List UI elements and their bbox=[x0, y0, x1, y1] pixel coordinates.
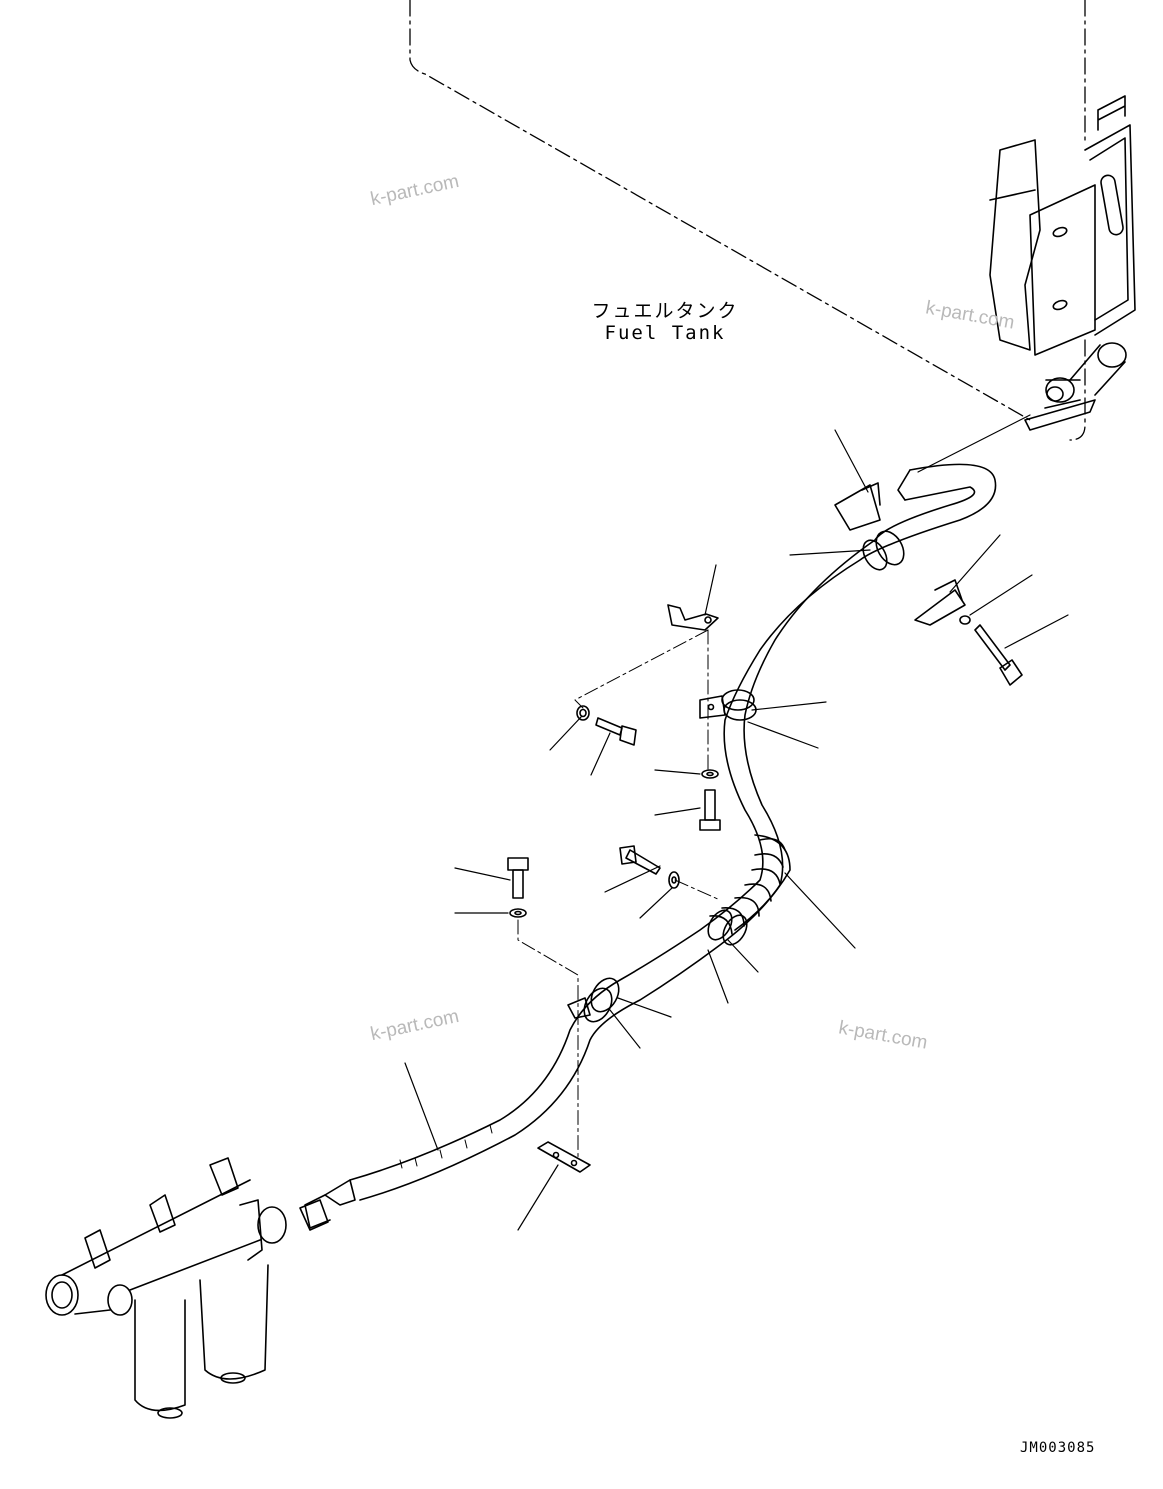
tank-outlet-bracket bbox=[989, 95, 1136, 356]
bolt-mid bbox=[699, 789, 721, 831]
bolt-lower-left bbox=[507, 857, 529, 899]
lower-flat-bracket bbox=[537, 1141, 591, 1173]
bolt-mid-left bbox=[619, 845, 661, 875]
right-bracket bbox=[914, 579, 966, 626]
fuel-hose bbox=[349, 463, 997, 1201]
washer-right bbox=[959, 615, 971, 625]
hose-clamp-1 bbox=[862, 530, 905, 571]
corrugated-protector bbox=[709, 834, 791, 935]
tank-outlet-fitting bbox=[1024, 342, 1127, 431]
hose-clamp-4 bbox=[567, 977, 620, 1023]
assembly-guide-lines bbox=[517, 629, 721, 1161]
tank-label-jp: フュエルタンク bbox=[591, 300, 739, 322]
hose-end-fitting bbox=[299, 1179, 356, 1231]
leader-lines bbox=[404, 414, 1069, 1231]
drawing-number: JM003085 bbox=[1020, 1440, 1096, 1456]
fuel-tank-outline bbox=[409, 0, 1086, 441]
tank-label-en: Fuel Tank bbox=[604, 322, 726, 344]
fuel-filter-assembly bbox=[45, 1157, 287, 1419]
bolt-upper-left bbox=[595, 717, 637, 746]
washer-lower-left bbox=[509, 908, 527, 918]
upper-l-bracket bbox=[667, 604, 719, 631]
hose-clamp-3 bbox=[707, 909, 748, 946]
washer-mid bbox=[701, 769, 719, 779]
hose-markings bbox=[399, 1124, 493, 1169]
upper-bracket bbox=[834, 482, 881, 531]
washer-upper-left bbox=[576, 705, 590, 721]
washer-mid-left bbox=[668, 871, 680, 889]
bolt-right bbox=[974, 624, 1023, 686]
